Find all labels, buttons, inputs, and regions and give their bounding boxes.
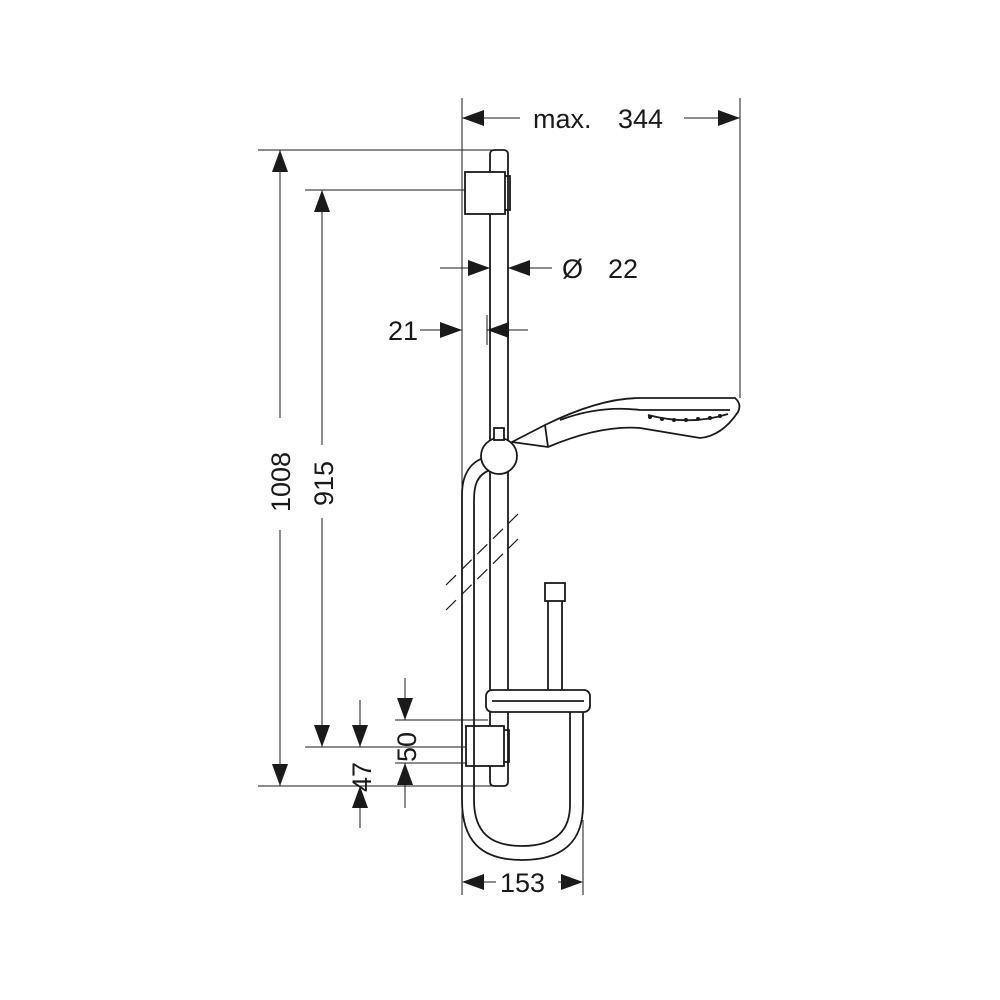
max-label: max. — [533, 104, 592, 134]
spacing-915-label: 915 — [309, 461, 339, 506]
dim-50-label: 50 — [392, 732, 422, 762]
break-lines — [445, 513, 519, 611]
dimension-max-344: max. 344 — [462, 104, 740, 134]
dimension-915: 915 — [309, 190, 339, 747]
diameter-value-label: 22 — [608, 254, 638, 284]
diameter-symbol: Ø — [562, 254, 583, 284]
dim-47-label: 47 — [347, 762, 377, 792]
width-153-label: 153 — [500, 868, 545, 898]
hand-shower — [509, 397, 741, 448]
hose-connector — [544, 582, 566, 602]
shower-hose — [461, 455, 584, 861]
dimension-21: 21 — [388, 316, 528, 346]
dimension-153: 153 — [462, 868, 583, 898]
offset-21-label: 21 — [388, 316, 418, 346]
soap-dish — [485, 689, 591, 713]
dimension-47: 47 — [347, 700, 377, 828]
top-wall-holder — [464, 171, 511, 215]
bottom-wall-holder — [465, 725, 510, 767]
max-value-label: 344 — [618, 104, 663, 134]
height-1008-label: 1008 — [266, 452, 296, 512]
dimension-diameter-22: Ø 22 — [440, 254, 638, 284]
slider-knob — [480, 427, 518, 475]
dimension-50: 50 — [392, 678, 422, 808]
dimension-1008: 1008 — [266, 150, 296, 786]
